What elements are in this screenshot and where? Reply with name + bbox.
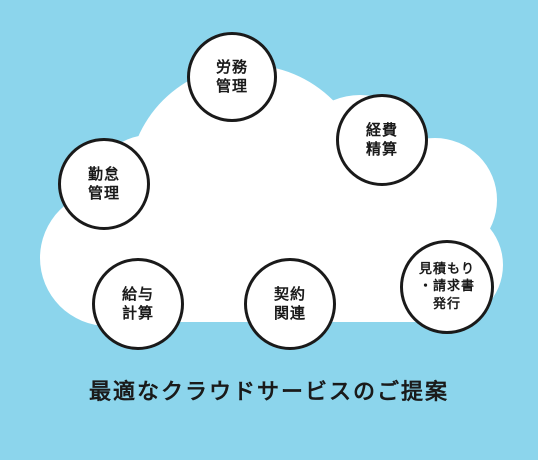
circle-label: 勤怠 bbox=[87, 164, 120, 183]
circle-label: 契約 bbox=[273, 284, 306, 303]
circle-label: 管理 bbox=[215, 77, 248, 95]
circle-payroll-calculation: 給与 計算 bbox=[92, 258, 184, 350]
circle-label: 見積もり bbox=[418, 261, 475, 277]
circle-label: ・請求書 bbox=[418, 279, 475, 295]
circle-label: 関連 bbox=[273, 304, 306, 322]
circle-label: 精算 bbox=[365, 140, 398, 158]
circle-quote-invoice: 見積もり ・請求書 発行 bbox=[400, 240, 494, 334]
circle-label: 計算 bbox=[121, 304, 154, 322]
circle-attendance-management: 勤怠 管理 bbox=[58, 138, 150, 230]
circle-labor-management: 労務 管理 bbox=[187, 32, 277, 122]
circle-contract-related: 契約 関連 bbox=[244, 258, 336, 350]
circle-label: 管理 bbox=[87, 184, 120, 202]
circle-label: 発行 bbox=[432, 296, 461, 312]
circle-label: 給与 bbox=[121, 284, 154, 303]
circle-label: 労務 bbox=[215, 57, 248, 76]
circle-label: 経費 bbox=[365, 120, 398, 139]
circle-expense-settlement: 経費 精算 bbox=[336, 94, 428, 186]
diagram-caption: 最適なクラウドサービスのご提案 bbox=[88, 380, 449, 405]
